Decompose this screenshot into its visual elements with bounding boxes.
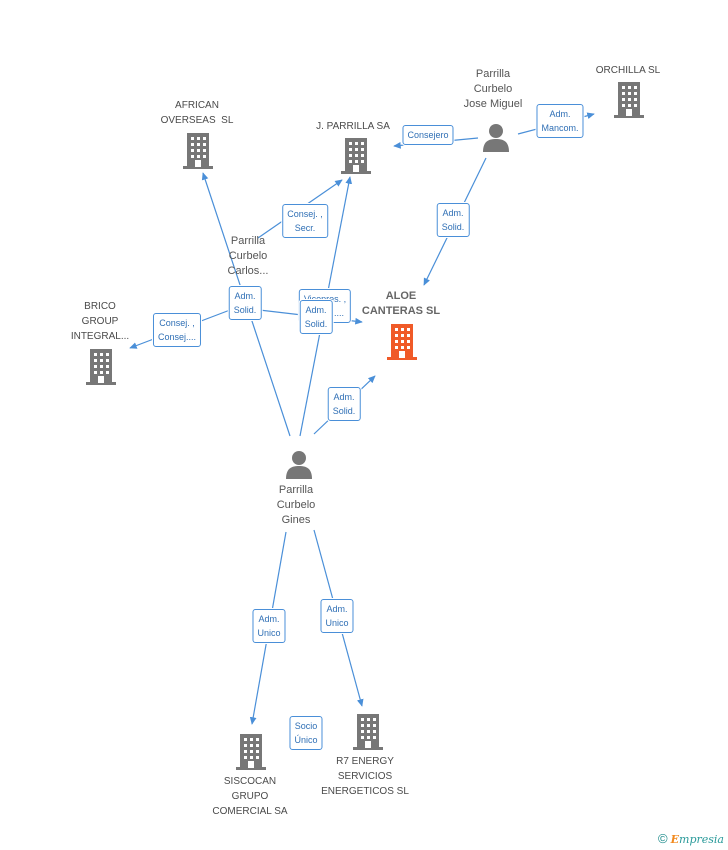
edge-label-adm-solid-jm[interactable]: Adm. Solid. <box>436 203 470 237</box>
node-label-orchilla[interactable]: ORCHILLA SL <box>595 65 661 76</box>
building-icon[interactable] <box>236 734 266 775</box>
edge-label-line: Consej. , <box>287 209 323 219</box>
edge-label-line: Único <box>294 735 318 745</box>
edge-label-line: Socio <box>294 721 318 731</box>
edge-label-line: Vicepres. , <box>303 294 347 304</box>
edge-label-adm-unico-siscocan[interactable]: Adm. Unico <box>252 609 286 643</box>
person-icon[interactable] <box>481 122 511 157</box>
edge-label-line: Adm. <box>258 614 280 624</box>
node-label-j-parrilla[interactable]: J. PARRILLA SA <box>316 121 390 132</box>
building-icon[interactable] <box>353 714 383 755</box>
person-icon[interactable] <box>284 449 314 484</box>
copyright-symbol: © <box>658 831 668 846</box>
node-label-parrilla-carlos[interactable]: Parrilla Curbelo Carlos... <box>227 235 269 277</box>
edge-label-line: Adm. <box>326 604 348 614</box>
edge-label-line: Adm. <box>333 392 355 402</box>
building-icon[interactable] <box>341 138 371 179</box>
node-label-brico-group[interactable]: BRICO GROUP INTEGRAL... <box>70 301 130 342</box>
empresia-watermark: ©Empresia <box>658 831 724 846</box>
brand-initial: E <box>670 833 680 846</box>
edge-label-line: Solid. <box>441 222 465 232</box>
building-icon[interactable] <box>614 82 644 123</box>
edge-label-line: Adm. <box>305 305 327 315</box>
edge-label-line: Consej. , <box>159 318 195 328</box>
node-label-parrilla-gines[interactable]: Parrilla Curbelo Gines <box>276 484 316 526</box>
edge-label-consejero[interactable]: Consejero <box>402 125 454 145</box>
edge-label-adm-solid-gines[interactable]: Adm. Solid. <box>327 387 361 421</box>
edge-label-line: Adm. <box>549 109 571 119</box>
edge-label-line: Solid. <box>332 406 356 416</box>
focus-building-icon[interactable] <box>387 324 417 365</box>
brand-name: mpresia <box>679 833 724 846</box>
node-label-parrilla-jose-miguel[interactable]: Parrilla Curbelo Jose Miguel <box>463 68 523 110</box>
edge-label-adm-mancom[interactable]: Adm. Mancom. <box>536 104 584 138</box>
edge-label-adm-solid-carlos[interactable]: Adm. Solid. <box>228 286 262 320</box>
edge-label-line: Secr. <box>294 223 316 233</box>
node-label-r7-energy[interactable]: R7 ENERGY SERVICIOS ENERGETICOS SL <box>321 756 409 797</box>
node-label-siscocan[interactable]: SISCOCAN GRUPO COMERCIAL SA <box>212 776 288 817</box>
edge-label-line: Consejero <box>407 130 449 140</box>
node-label-african-overseas[interactable]: AFRICAN OVERSEAS SL <box>160 100 234 126</box>
edge-label-consej-brico[interactable]: Consej. , Consej.... <box>152 313 202 347</box>
edge-label-line: Adm. <box>234 291 256 301</box>
node-label-aloe-canteras[interactable]: ALOE CANTERAS SL <box>361 290 441 317</box>
edge-label-consej-secr[interactable]: Consej. , Secr. <box>282 204 328 238</box>
edge-label-line: Unico <box>325 618 349 628</box>
edge-label-line: Adm. <box>442 208 464 218</box>
edge-label-line: Solid. <box>304 319 328 329</box>
edge-label-line: Mancom. <box>541 123 579 133</box>
edge-label-adm-solid-jparrilla[interactable]: Adm. Solid. <box>299 300 333 334</box>
edge-label-adm-unico-r7[interactable]: Adm. Unico <box>320 599 354 633</box>
edge-label-line: Unico <box>257 628 281 638</box>
edge-label-line: Solid. <box>233 305 257 315</box>
building-icon[interactable] <box>86 349 116 390</box>
edge-label-socio-unico[interactable]: Socio Único <box>289 716 323 750</box>
building-icon[interactable] <box>183 133 213 174</box>
edge-label-line: Consej.... <box>157 332 197 342</box>
